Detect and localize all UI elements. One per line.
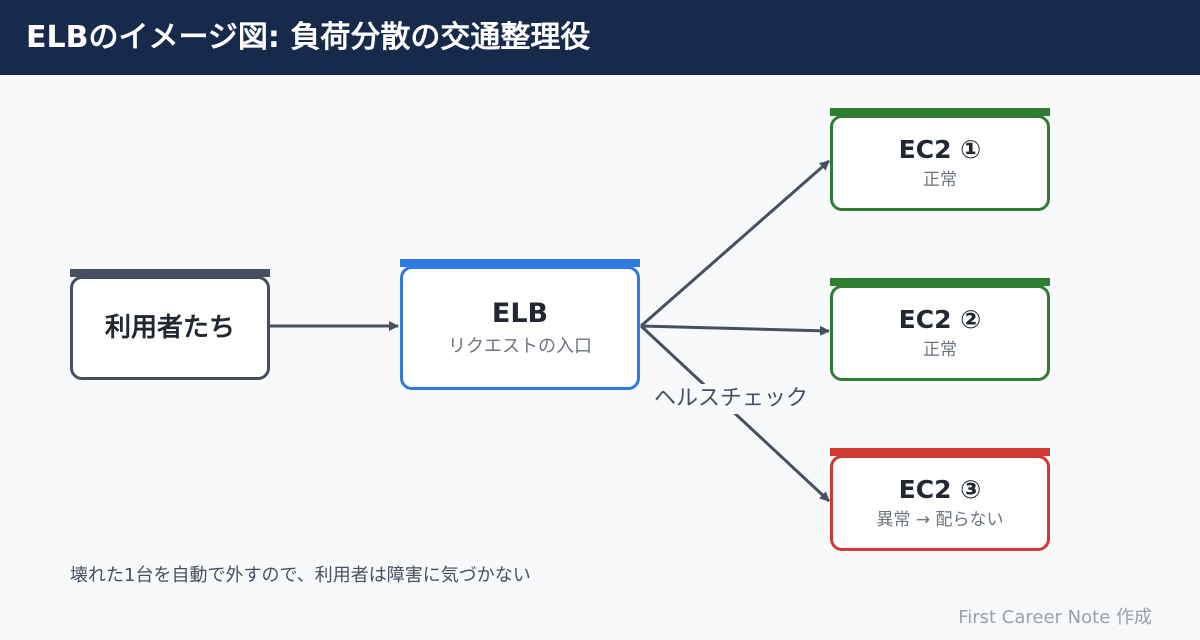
ec2-2-status: 正常 bbox=[923, 340, 957, 360]
header-bar: ELBのイメージ図: 負荷分散の交通整理役 bbox=[0, 0, 1200, 75]
ec2-1-label: EC2 ① bbox=[898, 135, 982, 164]
ec2-2-cap bbox=[830, 278, 1050, 286]
elb-cap bbox=[400, 259, 640, 267]
ec2-2-label: EC2 ② bbox=[898, 305, 982, 334]
ec2-2-node: EC2 ② 正常 bbox=[830, 278, 1050, 381]
ec2-3-label: EC2 ③ bbox=[898, 475, 982, 504]
users-label: 利用者たち bbox=[104, 313, 235, 343]
ec2-3-node: EC2 ③ 異常 → 配らない bbox=[830, 448, 1050, 551]
users-node: 利用者たち bbox=[70, 269, 270, 380]
users-cap bbox=[70, 269, 270, 277]
elb-sublabel: リクエストの入口 bbox=[448, 336, 592, 357]
elb-node: ELB リクエストの入口 bbox=[400, 259, 640, 390]
health-check-label: ヘルスチェック bbox=[652, 384, 811, 414]
ec2-1-status: 正常 bbox=[923, 170, 957, 190]
ec2-3-cap bbox=[830, 448, 1050, 456]
page-title: ELBのイメージ図: 負荷分散の交通整理役 bbox=[26, 20, 591, 55]
ec2-1-node: EC2 ① 正常 bbox=[830, 108, 1050, 211]
credit-text: First Career Note 作成 bbox=[958, 607, 1152, 628]
arrow-elb-to-ec2-2 bbox=[640, 324, 830, 336]
arrow-elb-to-ec2-1 bbox=[640, 159, 830, 328]
ec2-3-status: 異常 → 配らない bbox=[876, 510, 1004, 530]
elb-label: ELB bbox=[491, 298, 549, 329]
footer-note: 壊れた1台を自動で外すので、利用者は障害に気づかない bbox=[70, 565, 531, 586]
ec2-1-cap bbox=[830, 108, 1050, 116]
